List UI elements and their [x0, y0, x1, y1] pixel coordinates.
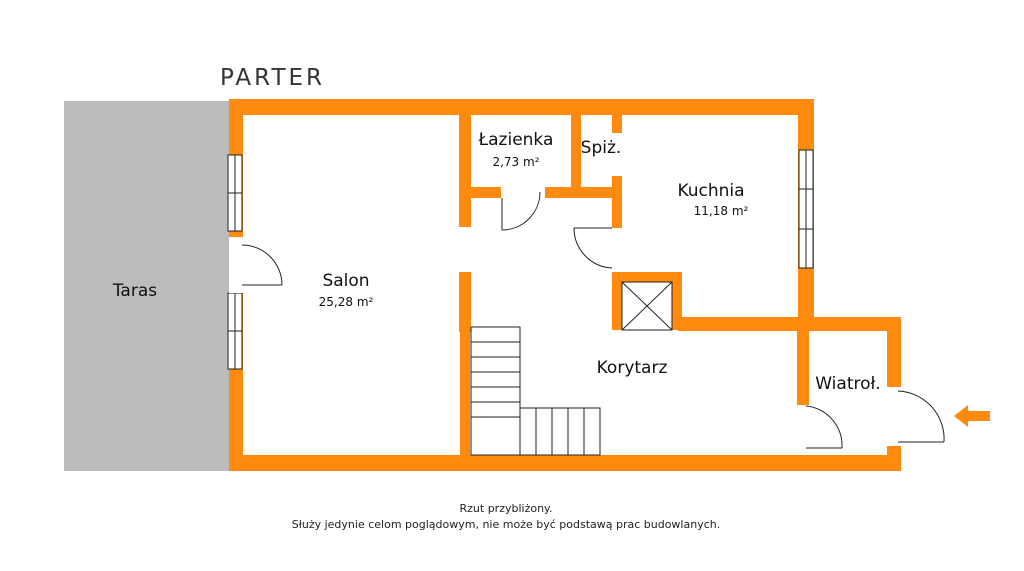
chimney-shaft: [621, 281, 673, 331]
room-label-korytarz: Korytarz: [597, 358, 668, 378]
room-label-salon: Salon: [322, 271, 369, 291]
room-area-kuchnia: 11,18 m²: [694, 204, 749, 218]
door-bathroom: [501, 191, 541, 231]
room-label-spiz: Spiż.: [581, 138, 622, 158]
door-kitchen: [573, 227, 613, 269]
level-title: PARTER: [220, 65, 325, 91]
window-left-lower: [227, 292, 243, 370]
room-area-salon: 25,28 m²: [319, 295, 374, 309]
staircase: [470, 326, 601, 456]
door-vestibule: [805, 405, 843, 449]
room-label-taras: Taras: [112, 281, 157, 301]
window-left-upper: [227, 154, 243, 232]
door-terrace: [229, 237, 283, 293]
room-label-wiatrol: Wiatroł.: [815, 374, 881, 394]
disclaimer-line-1: Rzut przybliżony.: [459, 502, 553, 515]
room-label-kuchnia: Kuchnia: [677, 181, 744, 201]
disclaimer-line-2: Służy jedynie celom poglądowym, nie może…: [291, 518, 721, 531]
window-kitchen: [798, 149, 814, 269]
room-label-lazienka: Łazienka: [478, 130, 554, 150]
room-area-lazienka: 2,73 m²: [492, 155, 539, 169]
entrance-arrow-icon: [954, 405, 990, 427]
terrace-area: [64, 101, 230, 471]
door-entrance: [887, 387, 945, 446]
